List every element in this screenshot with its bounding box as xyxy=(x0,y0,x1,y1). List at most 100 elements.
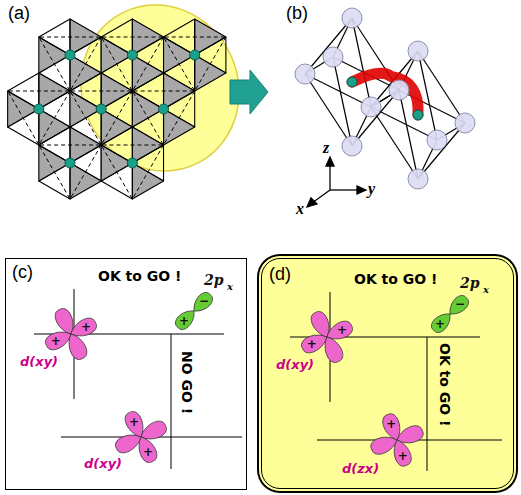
octahedron-face xyxy=(164,109,195,145)
oxygen-ion xyxy=(427,130,447,150)
orbital-name: 2p xyxy=(204,273,224,287)
octahedron-edge xyxy=(352,18,371,107)
metal-ion xyxy=(127,50,137,60)
orbital-lobe xyxy=(450,295,469,314)
octahedron-edge xyxy=(418,51,465,123)
metal-ion xyxy=(413,110,423,120)
oxygen-ion xyxy=(408,169,428,189)
oxygen-ion xyxy=(408,41,428,61)
rule-label: NO GO ! xyxy=(180,351,194,414)
phase-sign: + xyxy=(179,315,189,327)
octahedron-face xyxy=(70,55,101,91)
octahedron-edge xyxy=(418,123,465,179)
orbital-lobe xyxy=(69,334,87,360)
phase-sign: + xyxy=(81,321,91,333)
rule-label: OK to GO ! xyxy=(98,269,181,283)
phase-sign: + xyxy=(143,446,153,458)
axes xyxy=(307,157,366,207)
orbital-lobe xyxy=(431,314,450,333)
octahedra-lattice xyxy=(8,0,267,199)
metal-ion xyxy=(34,104,44,114)
octahedron-face xyxy=(195,55,226,91)
axis-label: y xyxy=(368,181,375,197)
phase-sign: + xyxy=(398,450,408,462)
metal-ion xyxy=(96,104,106,114)
orbital-panel: (c)OK to GO !2pxNO GO !d(xy)d(xy)++−+++ xyxy=(5,258,247,490)
teal-arrow xyxy=(230,70,268,114)
orbital-lobe xyxy=(394,440,411,466)
bond-line xyxy=(427,337,428,471)
oxygen-ion xyxy=(323,47,343,67)
orbital-name: d(xy) xyxy=(84,457,122,470)
orbital-name: d(zx) xyxy=(342,462,379,475)
bond-line xyxy=(171,334,172,469)
rule-label: OK to GO ! xyxy=(354,272,437,286)
metal-ion xyxy=(159,104,169,114)
octahedron-face xyxy=(70,163,101,199)
hidden-edge xyxy=(8,91,70,145)
hidden-edge xyxy=(39,145,101,199)
orbital-lobe xyxy=(325,337,343,363)
orbital-lobe xyxy=(115,435,141,453)
octahedron-edge xyxy=(371,107,418,179)
orbital-lobe xyxy=(194,292,213,311)
octahedron-edge xyxy=(305,18,352,74)
orbital-name: d(xy) xyxy=(276,358,314,371)
octahedron-face xyxy=(132,55,163,91)
panel-label: (b) xyxy=(286,4,308,22)
phase-sign: + xyxy=(337,324,347,336)
hidden-edge xyxy=(101,145,163,199)
octahedron-face xyxy=(101,109,132,145)
orbital-lobe xyxy=(45,332,71,350)
octahedron-face xyxy=(39,109,70,145)
metal-ion xyxy=(65,158,75,168)
orbital-panel: (d)OK to GO !2pxOK to GO !d(xy)d(zx)++−+… xyxy=(258,255,517,492)
octahedron-face xyxy=(132,163,163,199)
phase-sign: + xyxy=(386,418,396,430)
orbital-subscript: x xyxy=(483,285,489,295)
oxygen-ion xyxy=(342,8,362,28)
orbital-lobe xyxy=(327,321,353,339)
orbital-lobe xyxy=(139,437,157,463)
orbital-drawing xyxy=(6,259,248,491)
octahedra-3d xyxy=(295,8,475,189)
orbital-lobe xyxy=(371,437,397,454)
oxygen-ion xyxy=(342,136,362,156)
orbital-subscript: x xyxy=(227,282,233,292)
panel-label: (d) xyxy=(269,265,291,283)
orbital-lobe xyxy=(311,311,329,337)
octahedron-edge xyxy=(333,57,352,146)
octahedron-edge xyxy=(305,74,352,146)
orbital-lobe xyxy=(301,335,327,353)
rule-label: OK to GO ! xyxy=(438,343,452,426)
metal-ion xyxy=(65,50,75,60)
orbital-lobe xyxy=(71,318,97,336)
oxygen-ion xyxy=(389,80,409,100)
phase-sign: + xyxy=(307,338,317,350)
phase-sign: + xyxy=(435,318,445,330)
orbital-lobe xyxy=(141,421,167,439)
orbital-name: d(xy) xyxy=(20,355,58,368)
orbital-lobe xyxy=(55,308,73,334)
axis-label: z xyxy=(323,140,329,156)
orbital-lobe xyxy=(383,414,400,440)
oxygen-ion xyxy=(295,64,315,84)
oxygen-ion xyxy=(361,97,381,117)
phase-sign: − xyxy=(199,295,209,307)
metal-ion xyxy=(347,77,357,87)
panel-label: (c) xyxy=(12,263,33,281)
orbital-drawing xyxy=(262,259,521,495)
orbital-lobe xyxy=(175,311,194,330)
panel-label: (a) xyxy=(8,4,30,22)
oxygen-ion xyxy=(455,113,475,133)
metal-ion xyxy=(190,50,200,60)
orbital-name: 2p xyxy=(460,276,480,290)
orbital-lobe xyxy=(125,411,143,437)
phase-sign: − xyxy=(455,298,465,310)
phase-sign: + xyxy=(129,416,139,428)
metal-ion xyxy=(127,158,137,168)
orbital-lobe xyxy=(397,426,423,443)
octahedron-edge xyxy=(399,90,465,123)
phase-sign: + xyxy=(51,335,61,347)
axis-label: x xyxy=(296,201,304,217)
